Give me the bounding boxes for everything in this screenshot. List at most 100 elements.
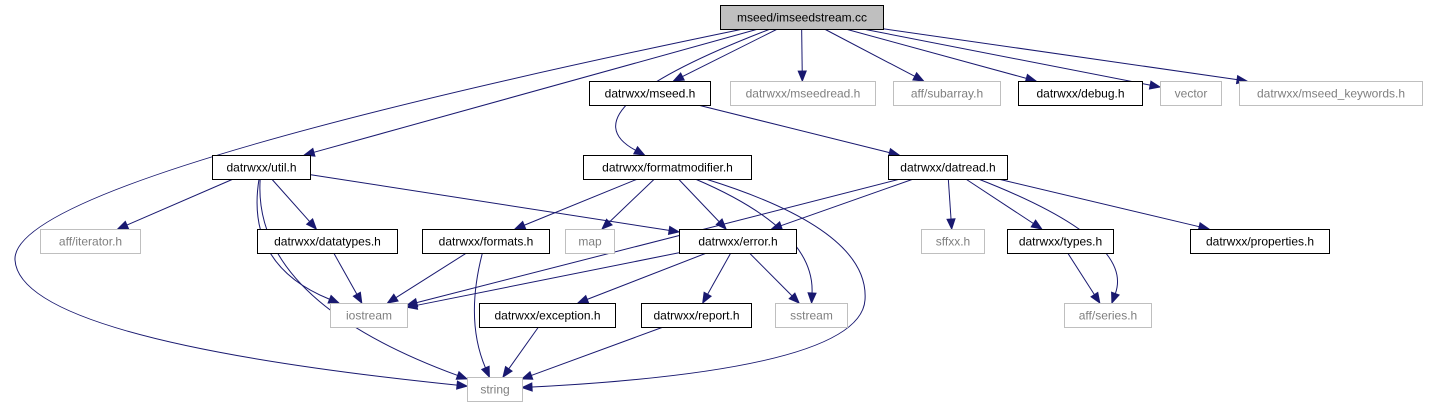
node-label: datrwxx/exception.h [494, 309, 600, 323]
arrowhead [1148, 80, 1162, 90]
node-sstream: sstream [775, 303, 848, 328]
edge-line [313, 28, 759, 153]
arrowhead [601, 218, 613, 230]
node-mseed-h[interactable]: datrwxx/mseed.h [589, 81, 711, 106]
node-properties-h[interactable]: datrwxx/properties.h [1190, 229, 1330, 254]
node-box [1018, 81, 1143, 106]
arrowhead [788, 292, 801, 304]
edge-root-to-string [14, 28, 744, 390]
node-box [679, 229, 797, 254]
node-box [730, 81, 876, 106]
node-box [583, 155, 752, 180]
arrowhead [513, 220, 527, 230]
edge-line [824, 28, 915, 77]
node-exception-h[interactable]: datrwxx/exception.h [479, 303, 616, 328]
arrowhead [116, 220, 130, 230]
node-datread-h[interactable]: datrwxx/datread.h [888, 155, 1008, 180]
node-label: sstream [790, 309, 833, 323]
node-label: datrwxx/error.h [698, 235, 777, 249]
edge-root-to-mseed_keywords_h [882, 28, 1249, 85]
edge-line [126, 178, 234, 226]
arrowhead [327, 294, 341, 304]
node-util-h[interactable]: datrwxx/util.h [212, 155, 311, 180]
edge-line [473, 252, 486, 369]
node-mseed-keywords-h: datrwxx/mseed_keywords.h [1239, 81, 1423, 106]
node-box [1064, 303, 1152, 328]
node-label: datrwxx/util.h [226, 161, 296, 175]
edge-line [862, 28, 1151, 86]
arrowhead [305, 218, 318, 231]
arrowhead [455, 370, 469, 380]
edge-error_h-to-sstream [749, 252, 801, 304]
node-label: datrwxx/properties.h [1206, 235, 1314, 249]
edge-formats_h-to-string [473, 252, 490, 379]
arrowhead [480, 365, 490, 379]
node-label: aff/series.h [1079, 309, 1137, 323]
node-label: datrwxx/mseed.h [605, 87, 696, 101]
edge-types_h-to-series_h [1067, 252, 1101, 305]
node-iterator-h: aff/iterator.h [40, 229, 141, 254]
node-box [893, 81, 1001, 106]
edge-line [395, 252, 467, 299]
edge-formatmodifier_h-to-string [520, 178, 866, 392]
arrowhead [667, 225, 681, 235]
node-box [589, 81, 711, 106]
edge-line [508, 326, 539, 370]
node-formats-h[interactable]: datrwxx/formats.h [422, 229, 550, 254]
arrowhead [672, 72, 686, 82]
node-formatmodifier-h[interactable]: datrwxx/formatmodifier.h [583, 155, 752, 180]
node-box [1007, 229, 1114, 254]
node-error-h[interactable]: datrwxx/error.h [679, 229, 797, 254]
edge-datread_h-to-types_h [965, 178, 1043, 230]
edge-line [1067, 252, 1095, 295]
edge-line [965, 178, 1034, 224]
node-box [720, 5, 884, 30]
node-series-h: aff/series.h [1064, 303, 1152, 328]
node-box [40, 229, 141, 254]
edge-line [309, 174, 670, 231]
edge-util_h-to-error_h [309, 174, 681, 235]
edge-line [697, 104, 890, 154]
node-box [775, 303, 848, 328]
edge-line [531, 178, 866, 388]
edge-datread_h-to-error_h [770, 178, 914, 230]
node-datatypes-h[interactable]: datrwxx/datatypes.h [257, 229, 398, 254]
edge-exception_h-to-string [502, 326, 539, 379]
arrowhead [352, 291, 363, 305]
arrowhead [807, 292, 817, 305]
node-label: datrwxx/types.h [1019, 235, 1102, 249]
node-box [921, 229, 985, 254]
node-box [467, 377, 523, 402]
arrowhead [912, 71, 925, 82]
edge-line [271, 178, 311, 222]
node-iostream: iostream [330, 303, 408, 328]
node-label: datrwxx/report.h [653, 309, 739, 323]
node-types-h[interactable]: datrwxx/types.h [1007, 229, 1114, 254]
arrowhead [386, 293, 399, 304]
node-report-h[interactable]: datrwxx/report.h [641, 303, 752, 328]
edge-line [531, 326, 664, 376]
edge-line [678, 178, 720, 223]
node-sffxx-h: sffxx.h [921, 229, 985, 254]
edge-line [882, 28, 1238, 81]
node-box [888, 155, 1008, 180]
node-box [1160, 81, 1222, 106]
node-label: aff/subarray.h [911, 87, 983, 101]
arrowhead [1090, 291, 1101, 305]
arrowhead [1111, 291, 1120, 305]
node-mseedread-h: datrwxx/mseedread.h [730, 81, 876, 106]
node-label: datrwxx/formats.h [439, 235, 534, 249]
edge-line [416, 252, 680, 306]
edge-line [707, 252, 732, 295]
node-box [479, 303, 616, 328]
edge-line [259, 178, 458, 376]
edge-root-to-mseed_h [672, 28, 778, 82]
arrowhead [702, 291, 712, 305]
node-box [212, 155, 311, 180]
edge-line [587, 252, 707, 300]
edge-line [14, 28, 744, 386]
node-label: vector [1175, 87, 1208, 101]
node-debug-h[interactable]: datrwxx/debug.h [1018, 81, 1143, 106]
node-box [565, 229, 615, 254]
